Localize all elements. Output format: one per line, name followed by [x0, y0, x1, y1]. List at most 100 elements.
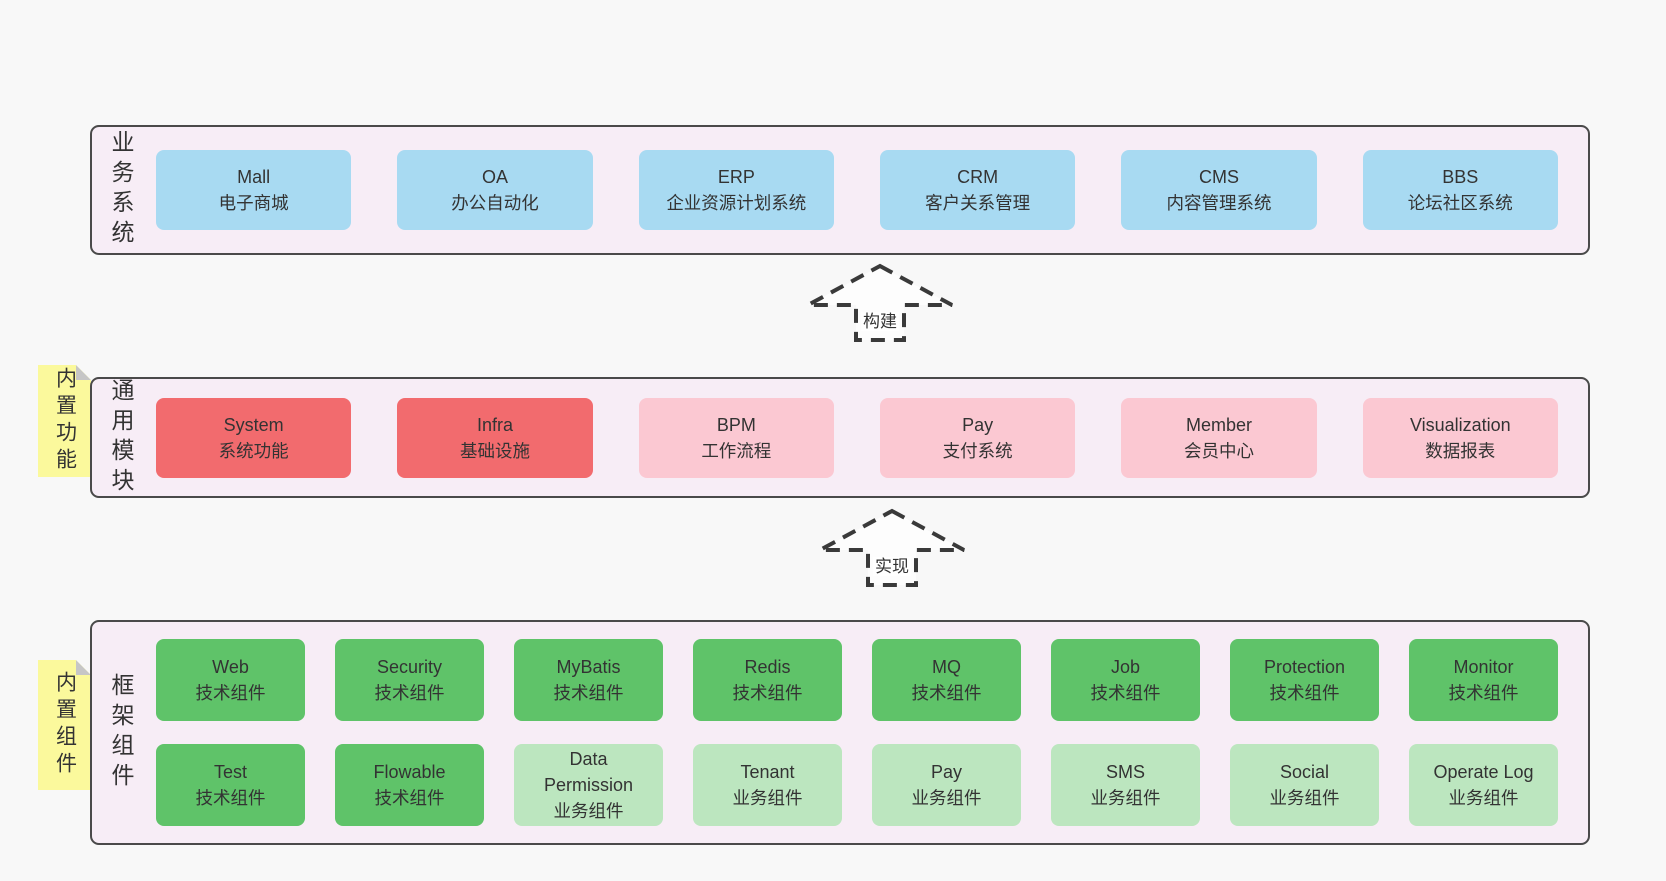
box-subtitle: 技术组件 [1090, 683, 1161, 703]
panel-label-framework: 框架组件 [108, 672, 134, 793]
box-subtitle: 业务组件 [732, 788, 803, 808]
box-title: OA [481, 167, 508, 187]
implement-arrow-label: 实现 [873, 557, 911, 576]
box-title: Job [1110, 657, 1141, 677]
box-social: Social 业务组件 [1230, 744, 1379, 826]
sticky-fold-corner [76, 660, 91, 675]
box-title: Security [376, 657, 443, 677]
panel-label-modules: 通用模块 [108, 377, 134, 498]
box-subtitle: 基础设施 [459, 440, 530, 461]
framework-row-2: Test 技术组件 Flowable 技术组件 Data Permission … [156, 744, 1558, 826]
dashed-up-arrow-icon [807, 263, 953, 342]
box-mybatis: MyBatis 技术组件 [514, 639, 663, 721]
box-title: Redis [744, 657, 791, 677]
box-title: MyBatis [556, 657, 621, 677]
box-subtitle: 技术组件 [195, 788, 266, 808]
framework-box-rows: Web 技术组件 Security 技术组件 MyBatis 技术组件 Redi… [156, 639, 1558, 826]
box-visualization: Visualization 数据报表 [1362, 397, 1558, 478]
modules-box-row: System 系统功能 Infra 基础设施 BPM 工作流程 Pay 支付系统… [156, 397, 1558, 478]
box-bbs: BBS 论坛社区系统 [1362, 150, 1558, 230]
box-subtitle: 业务组件 [1090, 788, 1161, 808]
box-title: Test [213, 762, 247, 782]
box-title: CRM [957, 167, 999, 187]
box-subtitle: 客户关系管理 [925, 193, 1031, 213]
implement-arrow: 实现 [817, 508, 967, 588]
box-title: CMS [1198, 167, 1239, 187]
box-title: Data Permission [543, 749, 634, 795]
box-subtitle: 内容管理系统 [1166, 193, 1272, 213]
box-infra: Infra 基础设施 [397, 397, 593, 478]
box-pay-module: Pay 支付系统 [879, 397, 1076, 478]
box-title: Pay [962, 414, 994, 435]
sticky-fold-corner [76, 365, 91, 380]
box-bpm: BPM 工作流程 [638, 397, 834, 478]
box-subtitle: 技术组件 [1269, 683, 1340, 703]
box-subtitle: 技术组件 [195, 683, 266, 703]
box-title: Pay [930, 762, 963, 782]
box-subtitle: 技术组件 [553, 683, 624, 703]
box-pay-component: Pay 业务组件 [872, 744, 1021, 826]
box-subtitle: 业务组件 [911, 788, 982, 808]
box-title: Member [1185, 414, 1252, 435]
box-sms: SMS 业务组件 [1051, 744, 1200, 826]
dashed-up-arrow-icon [819, 508, 965, 587]
box-security: Security 技术组件 [335, 639, 484, 721]
business-systems-panel: 业务系统 Mall 电子商城 OA 办公自动化 ERP 企业资源计划系统 CRM… [90, 125, 1590, 255]
box-title: SMS [1105, 762, 1145, 782]
box-title: Visualization [1409, 414, 1511, 435]
box-subtitle: 工作流程 [701, 440, 772, 461]
framework-components-panel: 框架组件 Web 技术组件 Security 技术组件 MyBatis 技术组件… [90, 620, 1590, 845]
box-data-permission: Data Permission 业务组件 [514, 744, 663, 826]
box-subtitle: 技术组件 [374, 788, 445, 808]
build-arrow: 构建 [805, 263, 955, 343]
box-member: Member 会员中心 [1121, 397, 1317, 478]
box-subtitle: 办公自动化 [451, 193, 539, 213]
box-subtitle: 论坛社区系统 [1407, 193, 1513, 213]
box-system: System 系统功能 [156, 397, 352, 478]
sticky-label: 内置功能 [53, 367, 77, 475]
build-arrow-label: 构建 [861, 312, 899, 331]
box-test: Test 技术组件 [156, 744, 305, 826]
box-subtitle: 电子商城 [218, 193, 289, 213]
box-title: ERP [717, 167, 755, 187]
box-tenant: Tenant 业务组件 [693, 744, 842, 826]
box-subtitle: 支付系统 [942, 440, 1013, 461]
box-cms: CMS 内容管理系统 [1121, 150, 1317, 230]
box-subtitle: 会员中心 [1183, 440, 1254, 461]
box-title: Tenant [740, 762, 795, 782]
box-job: Job 技术组件 [1051, 639, 1200, 721]
box-subtitle: 技术组件 [911, 683, 982, 703]
box-title: BPM [716, 414, 756, 435]
box-erp: ERP 企业资源计划系统 [638, 150, 834, 230]
box-title: Protection [1263, 657, 1346, 677]
box-web: Web 技术组件 [156, 639, 305, 721]
box-oa: OA 办公自动化 [397, 150, 593, 230]
box-subtitle: 企业资源计划系统 [666, 193, 807, 213]
box-redis: Redis 技术组件 [693, 639, 842, 721]
box-mq: MQ 技术组件 [872, 639, 1021, 721]
sticky-note-builtin-components: 内置组件 [38, 660, 91, 790]
box-subtitle: 业务组件 [553, 801, 624, 821]
panel-label-business: 业务系统 [108, 130, 134, 250]
box-title: BBS [1442, 167, 1479, 187]
box-title: MQ [932, 657, 961, 677]
box-flowable: Flowable 技术组件 [335, 744, 484, 826]
box-subtitle: 技术组件 [1448, 683, 1519, 703]
framework-row-1: Web 技术组件 Security 技术组件 MyBatis 技术组件 Redi… [156, 639, 1558, 721]
box-title: Operate Log [1433, 762, 1534, 782]
box-title: Web [212, 657, 249, 677]
business-box-row: Mall 电子商城 OA 办公自动化 ERP 企业资源计划系统 CRM 客户关系… [156, 150, 1558, 230]
box-monitor: Monitor 技术组件 [1409, 639, 1558, 721]
box-operate-log: Operate Log 业务组件 [1409, 744, 1558, 826]
box-subtitle: 业务组件 [1269, 788, 1340, 808]
box-title: Mall [237, 167, 271, 187]
box-subtitle: 业务组件 [1448, 788, 1519, 808]
box-mall: Mall 电子商城 [156, 150, 352, 230]
box-subtitle: 系统功能 [218, 440, 289, 461]
box-protection: Protection 技术组件 [1230, 639, 1379, 721]
box-title: Flowable [373, 762, 446, 782]
box-title: Infra [476, 414, 513, 435]
box-title: Social [1279, 762, 1330, 782]
box-subtitle: 数据报表 [1425, 440, 1496, 461]
sticky-label: 内置组件 [53, 671, 77, 779]
